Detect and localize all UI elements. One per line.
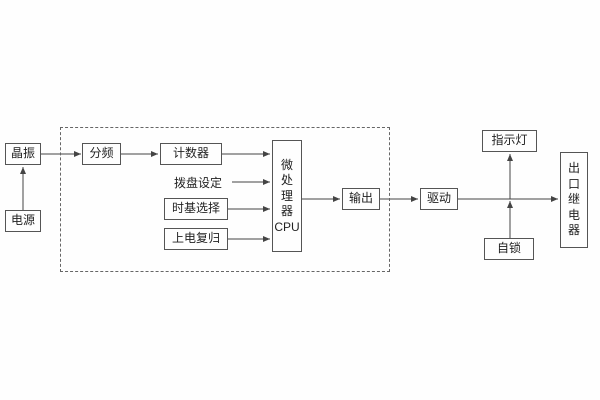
block-output: 输出 [342,188,380,210]
block-power-on-reset: 上电复归 [164,228,228,250]
block-cpu-label-en: CPU [274,219,300,234]
label-dial-setting-text: 拨盘设定 [173,175,222,190]
block-frequency-divider: 分频 [82,143,121,165]
block-self-lock: 自锁 [484,238,534,260]
block-indicator-lamp-label: 指示灯 [491,133,528,148]
block-crystal-oscillator: 晶振 [5,143,41,165]
block-crystal-oscillator-label: 晶振 [10,146,35,161]
block-output-label: 输出 [348,191,373,206]
block-power-supply-label: 电源 [10,213,35,228]
block-microprocessor-cpu: 微处理器 CPU [272,140,302,252]
block-drive: 驱动 [420,188,458,210]
block-counter: 计数器 [160,143,222,165]
block-timebase-select-label: 时基选择 [171,201,220,216]
label-dial-setting: 拨盘设定 [166,173,230,191]
block-output-relay: 出口继电器 [560,152,588,248]
block-self-lock-label: 自锁 [496,241,521,256]
block-counter-label: 计数器 [172,146,209,161]
block-output-relay-label: 出口继电器 [567,161,580,238]
block-indicator-lamp: 指示灯 [482,130,537,152]
block-timebase-select: 时基选择 [164,198,228,220]
dashed-module-boundary [60,127,390,272]
block-power-supply: 电源 [5,210,41,232]
block-power-on-reset-label: 上电复归 [171,231,220,246]
block-cpu-label-cn: 微处理器 [280,157,293,219]
block-drive-label: 驱动 [426,191,451,206]
block-frequency-divider-label: 分频 [89,146,114,161]
